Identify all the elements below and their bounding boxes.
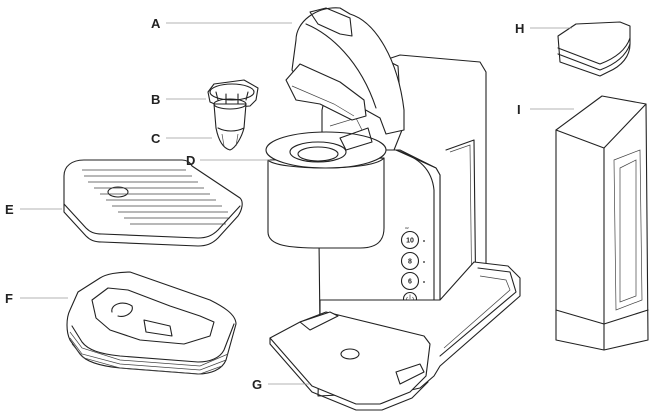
part-labels: A B C D E F G H I — [5, 16, 524, 392]
leader-lines — [20, 22, 574, 385]
brewer-lid — [285, 7, 405, 135]
part-i-water-reservoir — [555, 95, 649, 351]
size-button-8-label: 8 — [408, 259, 412, 266]
part-e-drip-grate — [63, 159, 243, 247]
label-h: H — [515, 21, 524, 36]
drip-tray-base — [269, 261, 521, 411]
size-button-8[interactable]: 8 — [400, 251, 425, 271]
size-button-10-label: 10 — [406, 238, 414, 245]
brew-head-pod-holder — [265, 117, 387, 249]
part-c-pod-cup — [213, 98, 247, 151]
part-f-drip-tray — [66, 271, 237, 375]
label-g: G — [252, 377, 262, 392]
label-d: D — [186, 153, 195, 168]
label-e: E — [5, 202, 14, 217]
size-button-6[interactable]: 6 — [400, 271, 425, 291]
label-c: C — [151, 131, 161, 146]
label-i: I — [517, 102, 521, 117]
size-button-10[interactable]: 10 — [400, 230, 425, 250]
label-f: F — [5, 291, 13, 306]
part-b-pod-holder — [207, 79, 259, 109]
label-a: A — [151, 16, 161, 31]
part-h-reservoir-lid — [557, 21, 631, 77]
size-button-6-label: 6 — [408, 279, 412, 286]
oz-label: oz — [405, 226, 409, 230]
label-b: B — [151, 92, 160, 107]
